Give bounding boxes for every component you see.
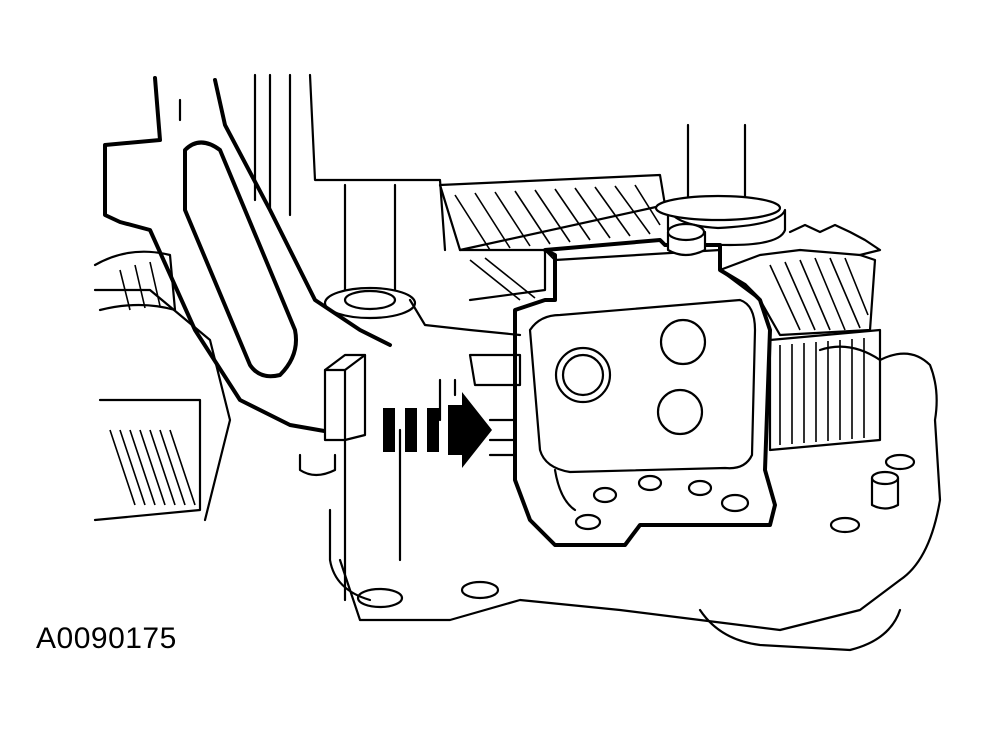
figure-id-label: A0090175	[36, 622, 177, 655]
locating-pin	[666, 222, 707, 257]
fork-block	[298, 353, 367, 477]
interlock-plate	[343, 298, 522, 602]
right-gear	[718, 223, 882, 452]
transmission-case	[93, 288, 942, 652]
shift-rails	[253, 73, 787, 320]
center-gear	[438, 173, 667, 302]
dashed-arrow-icon	[383, 392, 492, 468]
left-gear	[93, 250, 196, 506]
guide-plate	[513, 238, 777, 547]
shift-fork	[103, 76, 392, 434]
